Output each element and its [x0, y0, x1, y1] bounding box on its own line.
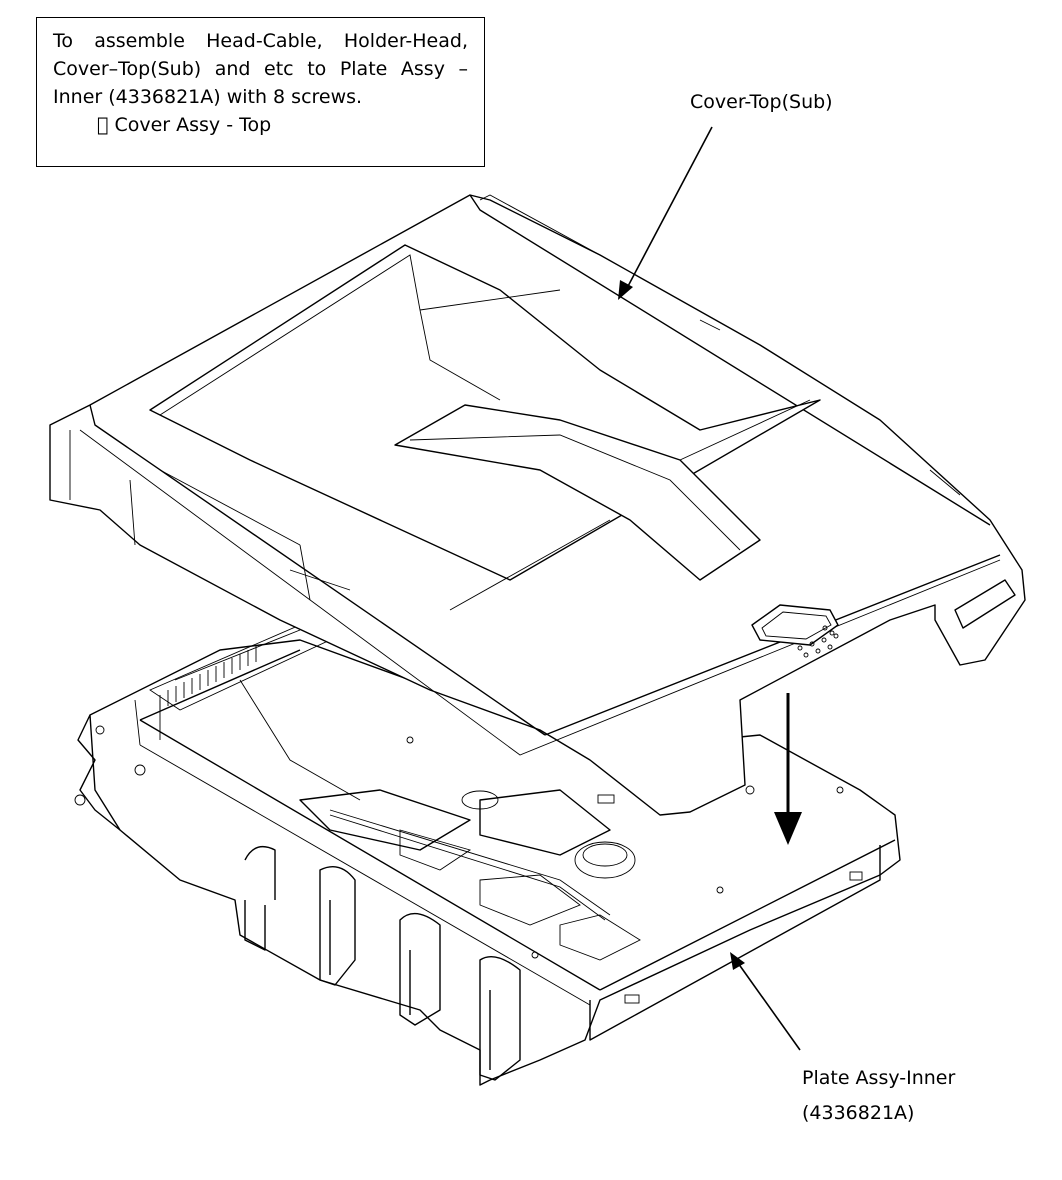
- note-line-3: Inner (4336821A) with 8 screws.: [53, 86, 363, 108]
- note-line-1: To assemble Head-Cable, Holder-Head,: [53, 30, 468, 52]
- cover-top-sub-drawing: [49, 194, 1026, 816]
- note-line-2: Cover–Top(Sub) and etc to Plate Assy –: [53, 58, 468, 80]
- plate-assy-leader: [730, 952, 801, 1051]
- plate-assy-part-number-label: (4336821A): [802, 1102, 915, 1124]
- cover-top-leader: [618, 126, 713, 300]
- note-line-4:  Cover Assy - Top: [97, 114, 271, 136]
- cover-top-sub-label: Cover-Top(Sub): [690, 91, 833, 113]
- instruction-note-box: To assemble Head-Cable, Holder-Head, Cov…: [36, 17, 485, 167]
- assembly-direction-arrow: [774, 693, 802, 845]
- plate-assy-inner-label: Plate Assy-Inner: [802, 1067, 956, 1089]
